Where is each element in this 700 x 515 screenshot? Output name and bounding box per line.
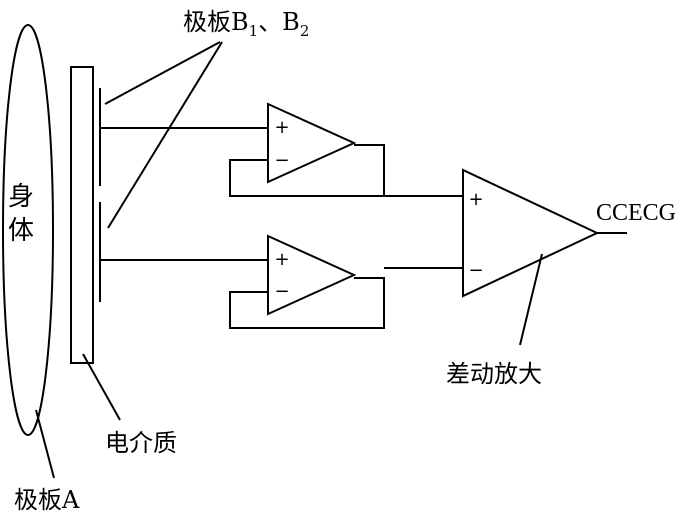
top-amp-minus: − [274, 150, 289, 171]
buffer-amp-bottom [267, 234, 357, 316]
bottom-amp-minus: − [274, 281, 289, 302]
feedback-top [229, 144, 385, 197]
plate-a-leader [35, 409, 55, 479]
differential-amp-label: 差动放大 [446, 360, 542, 388]
dielectric-label: 电介质 [105, 429, 177, 457]
plate-b2-leader [107, 41, 223, 229]
diff-amp-minus: − [468, 260, 483, 281]
diff-amp-plus: + [468, 189, 483, 210]
output-label: CCECG [596, 200, 677, 226]
dielectric-leader [82, 353, 121, 421]
diff-amp-leader [519, 253, 543, 346]
plate-a-label: 极板A [14, 486, 80, 514]
body-label-line2: 体 [8, 216, 35, 246]
plates-b-label: 极板B1、B2 [183, 8, 310, 40]
plate-b1-leader [104, 41, 221, 105]
body-label: 身 体 [8, 180, 34, 248]
differential-amp [462, 168, 600, 298]
feedback-bottom [229, 277, 385, 329]
buffer-amp-top [267, 102, 357, 184]
bottom-amp-plus: + [274, 249, 289, 270]
dielectric-layer [70, 66, 94, 364]
body-ellipse [2, 24, 54, 436]
body-label-line1: 身 [8, 182, 35, 212]
top-amp-plus: + [274, 117, 289, 138]
